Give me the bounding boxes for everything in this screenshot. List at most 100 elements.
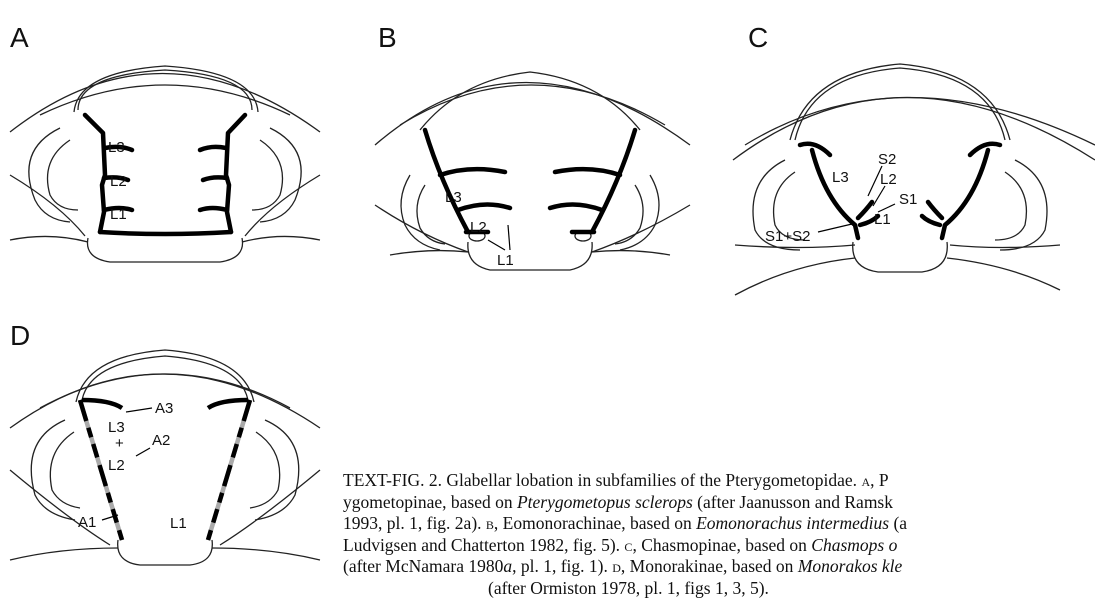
- panel-b-furrow-left: [425, 130, 468, 232]
- panel-b-letter: B: [378, 22, 397, 53]
- panel-c-furrow-right-s1: [922, 216, 940, 225]
- panel-c-furrow-right-s2: [928, 202, 942, 218]
- panel-d-arrow-a2: [136, 448, 150, 456]
- panel-b-label-l3: L3: [445, 189, 462, 206]
- panel-d-label-plus: +: [115, 435, 124, 452]
- panel-a-eye-right-inner: [252, 140, 283, 210]
- panel-b-furrow-right-s2: [550, 204, 602, 210]
- caption-line-4: Ludvigsen and Chatterton 1982, fig. 5). …: [343, 535, 1095, 557]
- panel-b-border-inner: [400, 85, 665, 125]
- caption-text: (after McNamara 1980: [343, 556, 503, 576]
- panel-a-furrow-left: [85, 115, 105, 232]
- panel-b-label-l2: L2: [470, 219, 487, 236]
- caption-text: , pl. 1, fig. 1).: [512, 556, 612, 576]
- caption-line-6: (after Ormiston 1978, pl. 1, figs 1, 3, …: [343, 578, 1095, 599]
- panel-b-suture-right: [592, 205, 690, 252]
- panel-c-label-s1s2: S1+S2: [765, 228, 810, 245]
- panel-b-border-outer: [375, 83, 690, 146]
- panel-b-furrow-left-s2: [458, 204, 510, 210]
- panel-d-label-l3: L3: [108, 419, 125, 436]
- panel-b-arrow-l1-left: [488, 240, 505, 250]
- panel-a-furrow-right-s3: [200, 147, 226, 150]
- panel-a-posterior-border: [10, 236, 320, 242]
- panel-c-posterior-border: [735, 258, 1060, 295]
- caption-text: Ludvigsen and Chatterton 1982, fig. 5).: [343, 535, 624, 555]
- panel-a: A L3 L2 L1: [10, 22, 320, 262]
- panel-a-label-l2: L2: [110, 173, 127, 190]
- panel-d-label-l1: L1: [170, 515, 187, 532]
- panel-a-furrow-right-s1: [200, 208, 227, 210]
- panel-d-eye-left-inner: [50, 432, 80, 508]
- caption-line-3: 1993, pl. 1, fig. 2a). b, Eomonorachinae…: [343, 513, 1095, 535]
- panel-c-label-s2: S2: [878, 151, 896, 168]
- panel-a-letter: A: [10, 22, 29, 53]
- panel-b-posterior-border: [390, 251, 670, 255]
- panel-c-border-outer: [733, 98, 1095, 161]
- panel-c-label-l1: L1: [874, 211, 891, 228]
- panel-c-eye-right-inner: [995, 172, 1026, 240]
- panel-b-suture-left: [375, 205, 468, 252]
- panel-a-glabella-top: [78, 70, 252, 110]
- panel-c-suture-right: [950, 245, 1060, 248]
- caption-panel-ref: a: [861, 470, 870, 490]
- panel-a-label-l3: L3: [108, 139, 125, 156]
- panel-b: B L3 L2 L1: [375, 22, 690, 270]
- panel-b-furrow-left-s3: [440, 169, 505, 175]
- panel-b-furrow-right-s3: [555, 169, 620, 175]
- panel-a-occipital-ring: [87, 238, 242, 262]
- caption-taxon: Monorakos kle: [798, 556, 903, 576]
- caption-taxon: Chasmops o: [811, 535, 897, 555]
- panel-d-letter: D: [10, 320, 30, 351]
- panel-d-eye-right-inner: [250, 432, 280, 508]
- panel-d-boundary-left-top: [82, 400, 122, 408]
- panel-c-furrow-left-s2: [858, 202, 872, 218]
- figure-caption: TEXT-FIG. 2. Glabellar lobation in subfa…: [343, 470, 1095, 599]
- panel-c-arrow-l2: [873, 186, 885, 206]
- panel-c-label-s1: S1: [899, 191, 917, 208]
- panel-a-furrow-right-s2: [203, 177, 227, 180]
- panel-a-occipital-furrow: [100, 232, 231, 234]
- caption-figure-id: TEXT-FIG.: [343, 470, 425, 490]
- panel-a-border-outer: [10, 74, 320, 133]
- caption-text: , P: [870, 470, 888, 490]
- caption-text: (after Ormiston 1978, pl. 1, figs 1, 3, …: [488, 578, 769, 598]
- panel-b-furrow-right: [592, 130, 635, 232]
- caption-line-5: (after McNamara 1980a, pl. 1, fig. 1). d…: [343, 556, 1095, 578]
- panel-c-arrow-s1s2: [818, 224, 852, 232]
- panel-a-furrow-right: [226, 115, 245, 232]
- panel-b-eye-right-inner: [615, 185, 643, 244]
- caption-text: 1993, pl. 1, fig. 2a).: [343, 513, 486, 533]
- panel-a-eye-left-inner: [48, 140, 79, 210]
- panel-c-glabella-top-inner: [790, 64, 1010, 140]
- panel-b-label-l1: L1: [497, 252, 514, 269]
- caption-text: , Monorakinae, based on: [621, 556, 798, 576]
- panel-c-label-l3: L3: [832, 169, 849, 186]
- caption-text: (a: [889, 513, 907, 533]
- caption-text: (after Jaanusson and Ramsk: [693, 492, 893, 512]
- panel-b-glabella-top: [420, 72, 640, 130]
- caption-text: 2. Glabellar lobation in subfamilies of …: [425, 470, 862, 490]
- caption-text-italic: a: [503, 556, 512, 576]
- panel-c-suture-left: [735, 245, 855, 248]
- panel-c-furrow-right: [942, 150, 988, 238]
- caption-line-1: TEXT-FIG. 2. Glabellar lobation in subfa…: [343, 470, 1095, 492]
- panel-d-sutures: [10, 470, 320, 545]
- panel-d-label-a3: A3: [155, 400, 173, 417]
- panel-d-glabella-top: [82, 356, 248, 400]
- caption-text: , Eomonorachinae, based on: [494, 513, 696, 533]
- panel-b-occipital-ring: [468, 242, 592, 270]
- caption-panel-ref: d: [612, 556, 621, 576]
- panel-c-occipital-ring: [853, 242, 948, 272]
- caption-text: ygometopinae, based on: [343, 492, 517, 512]
- panel-d-glabella-top-inner: [76, 350, 254, 402]
- caption-taxon: Eomonorachus intermedius: [696, 513, 889, 533]
- caption-taxon: Pterygometopus sclerops: [517, 492, 693, 512]
- caption-text: , Chasmopinae, based on: [632, 535, 811, 555]
- panel-d-label-a2: A2: [152, 432, 170, 449]
- panel-d-boundary-right-top: [208, 400, 248, 408]
- panel-d-label-l2: L2: [108, 457, 125, 474]
- panel-b-eye-left-inner: [417, 185, 445, 244]
- panel-d-label-a1: A1: [78, 514, 96, 531]
- panel-b-arrow-l1-up: [508, 225, 510, 250]
- panel-d-posterior-border: [10, 548, 320, 560]
